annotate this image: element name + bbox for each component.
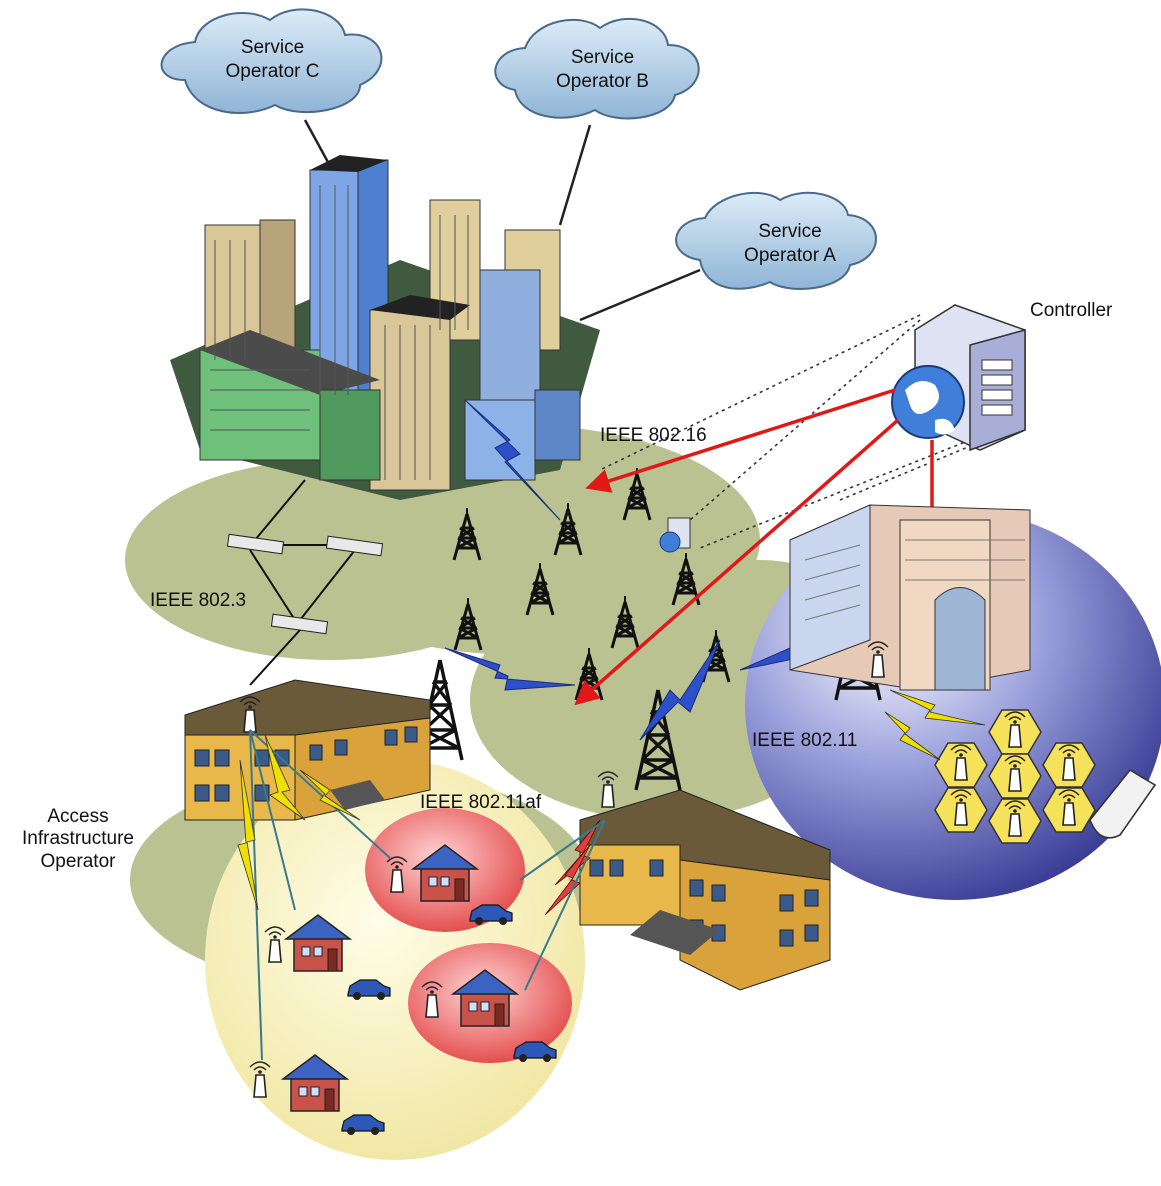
ap-links-left bbox=[249, 729, 391, 1061]
cloud-b-line1: Service bbox=[570, 47, 635, 68]
service-operator-c-label: Service Operator C bbox=[205, 36, 340, 84]
access-operator-line3: Operator bbox=[40, 850, 116, 872]
ieee-802-3-label: IEEE 802.3 bbox=[150, 590, 247, 611]
city-buildings bbox=[170, 155, 600, 500]
service-operator-b-label: Service Operator B bbox=[535, 46, 670, 94]
access-infrastructure-operator-label: Access Infrastructure Operator bbox=[8, 806, 148, 873]
hotel-wifi-bolts bbox=[884, 689, 986, 761]
globe-icon bbox=[891, 365, 965, 439]
access-operator-line2: Infrastructure bbox=[22, 828, 134, 850]
ieee-802-16-label: IEEE 802.16 bbox=[600, 425, 707, 446]
cloud-c-line1: Service bbox=[240, 37, 305, 58]
service-operator-a-label: Service Operator A bbox=[720, 220, 860, 268]
ieee-802-11af-label: IEEE 802.11af bbox=[420, 792, 542, 813]
school-building-right bbox=[579, 789, 831, 991]
controller-links bbox=[599, 314, 986, 549]
cloud-a-line2: Operator A bbox=[744, 244, 836, 266]
red-bolts bbox=[544, 819, 601, 916]
ieee-802-11-label: IEEE 802.11 bbox=[752, 730, 858, 751]
cloud-service-operator-b bbox=[494, 18, 700, 120]
ethernet-switches bbox=[226, 479, 384, 686]
ap-links-right bbox=[519, 819, 606, 991]
mini-server-icon bbox=[659, 517, 691, 553]
yellow-bolts-left bbox=[237, 734, 361, 911]
cloud-service-operator-c bbox=[160, 8, 383, 114]
phone-icon bbox=[1089, 768, 1157, 839]
cloud-service-operator-a bbox=[675, 191, 877, 290]
controller-label: Controller bbox=[1030, 300, 1113, 321]
hotel-building bbox=[789, 504, 1031, 691]
cloud-b-line2: Operator B bbox=[556, 70, 649, 92]
cloud-c-line2: Operator C bbox=[225, 60, 320, 82]
cloud-a-line1: Service bbox=[758, 221, 822, 242]
access-operator-line1: Access bbox=[47, 806, 109, 827]
